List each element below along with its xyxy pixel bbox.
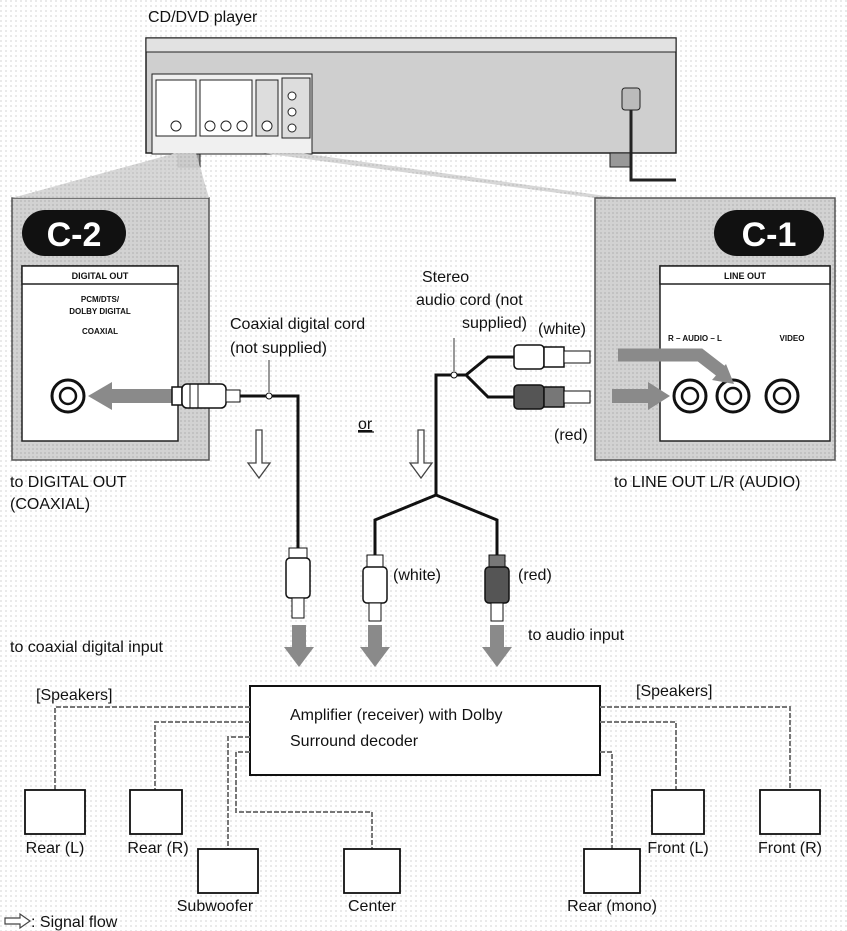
speaker-center: Center bbox=[343, 848, 401, 915]
video-jack bbox=[764, 378, 800, 414]
red-top-label: (red) bbox=[554, 427, 588, 444]
white-top-label: (white) bbox=[538, 321, 586, 338]
audio-l-jack bbox=[715, 378, 751, 414]
speaker-rear-mono: Rear (mono) bbox=[567, 848, 657, 915]
digital-panel-line-1: PCM/DTS/ bbox=[81, 295, 120, 304]
speaker-wires bbox=[54, 706, 791, 849]
amplifier-box: Amplifier (receiver) with Dolby Surround… bbox=[249, 685, 601, 776]
coaxial-cord bbox=[171, 360, 311, 619]
line-out-header: LINE OUT bbox=[724, 271, 767, 281]
arrow-to-audio-r-jack bbox=[612, 382, 670, 410]
stereo-audio-cord bbox=[362, 338, 591, 622]
speaker-subwoofer: Subwoofer bbox=[177, 848, 259, 915]
coaxial-jack bbox=[50, 378, 86, 414]
svg-text:Subwoofer: Subwoofer bbox=[177, 898, 254, 915]
svg-text:Rear (mono): Rear (mono) bbox=[567, 898, 657, 915]
white-bottom-label: (white) bbox=[393, 567, 441, 584]
arrow-to-coaxial-jack bbox=[88, 382, 172, 410]
svg-text:Front (L): Front (L) bbox=[647, 840, 708, 857]
speakers-left-label: [Speakers] bbox=[36, 687, 112, 704]
arrow-to-audio-l-jack bbox=[618, 348, 734, 384]
signal-flow-arrow-coaxial bbox=[246, 429, 272, 480]
to-digital-out-line-1: to DIGITAL OUT bbox=[10, 474, 127, 491]
red-bottom-label: (red) bbox=[518, 567, 552, 584]
amplifier-line-1: Amplifier (receiver) with Dolby bbox=[290, 707, 503, 724]
svg-text:Front (R): Front (R) bbox=[758, 840, 822, 857]
amplifier-line-2: Surround decoder bbox=[290, 733, 419, 750]
stereo-cord-label-2: audio cord (not bbox=[416, 292, 523, 309]
signal-flow-legend: : Signal flow bbox=[4, 912, 118, 931]
svg-text:Rear (R): Rear (R) bbox=[127, 840, 188, 857]
svg-text:C-2: C-2 bbox=[47, 216, 102, 254]
c2-badge: C-2 bbox=[22, 210, 126, 256]
audio-r-jack bbox=[672, 378, 708, 414]
player-title: CD/DVD player bbox=[148, 9, 258, 26]
svg-text:Rear (L): Rear (L) bbox=[26, 840, 85, 857]
signal-flow-icon bbox=[4, 912, 32, 930]
signal-flow-arrow-stereo bbox=[408, 429, 434, 480]
c1-badge: C-1 bbox=[714, 210, 824, 256]
digital-panel-line-2: DOLBY DIGITAL bbox=[69, 307, 131, 316]
cd-dvd-player bbox=[145, 37, 677, 182]
c2-panel: C-2 DIGITAL OUT PCM/DTS/ DOLBY DIGITAL C… bbox=[11, 153, 210, 461]
or-label: or bbox=[358, 416, 373, 433]
to-coaxial-input-label: to coaxial digital input bbox=[10, 639, 164, 656]
arrow-coaxial-to-amplifier bbox=[284, 625, 314, 667]
stereo-cord-label-1: Stereo bbox=[422, 269, 469, 286]
arrow-red-to-amplifier bbox=[482, 625, 512, 667]
stereo-cord-label-3: supplied) bbox=[462, 315, 527, 332]
digital-panel-line-3: COAXIAL bbox=[82, 327, 118, 336]
video-label: VIDEO bbox=[780, 334, 805, 343]
svg-text:C-1: C-1 bbox=[742, 216, 797, 254]
to-line-out-label: to LINE OUT L/R (AUDIO) bbox=[614, 474, 800, 491]
speaker-rear-r: Rear (R) bbox=[127, 789, 189, 857]
digital-out-header: DIGITAL OUT bbox=[72, 271, 129, 281]
audio-label: R – AUDIO – L bbox=[668, 334, 722, 343]
speaker-front-r: Front (R) bbox=[758, 789, 822, 857]
signal-flow-label: : Signal flow bbox=[31, 914, 118, 931]
speaker-front-l: Front (L) bbox=[647, 789, 709, 857]
arrow-white-to-amplifier bbox=[360, 625, 390, 667]
to-digital-out-line-2: (COAXIAL) bbox=[10, 496, 90, 513]
speaker-rear-l: Rear (L) bbox=[24, 789, 86, 857]
to-audio-input-label: to audio input bbox=[528, 627, 625, 644]
speakers-right-label: [Speakers] bbox=[636, 683, 712, 700]
coaxial-cord-label-2: (not supplied) bbox=[230, 340, 327, 357]
svg-text:Center: Center bbox=[348, 898, 397, 915]
coaxial-cord-label-1: Coaxial digital cord bbox=[230, 316, 365, 333]
